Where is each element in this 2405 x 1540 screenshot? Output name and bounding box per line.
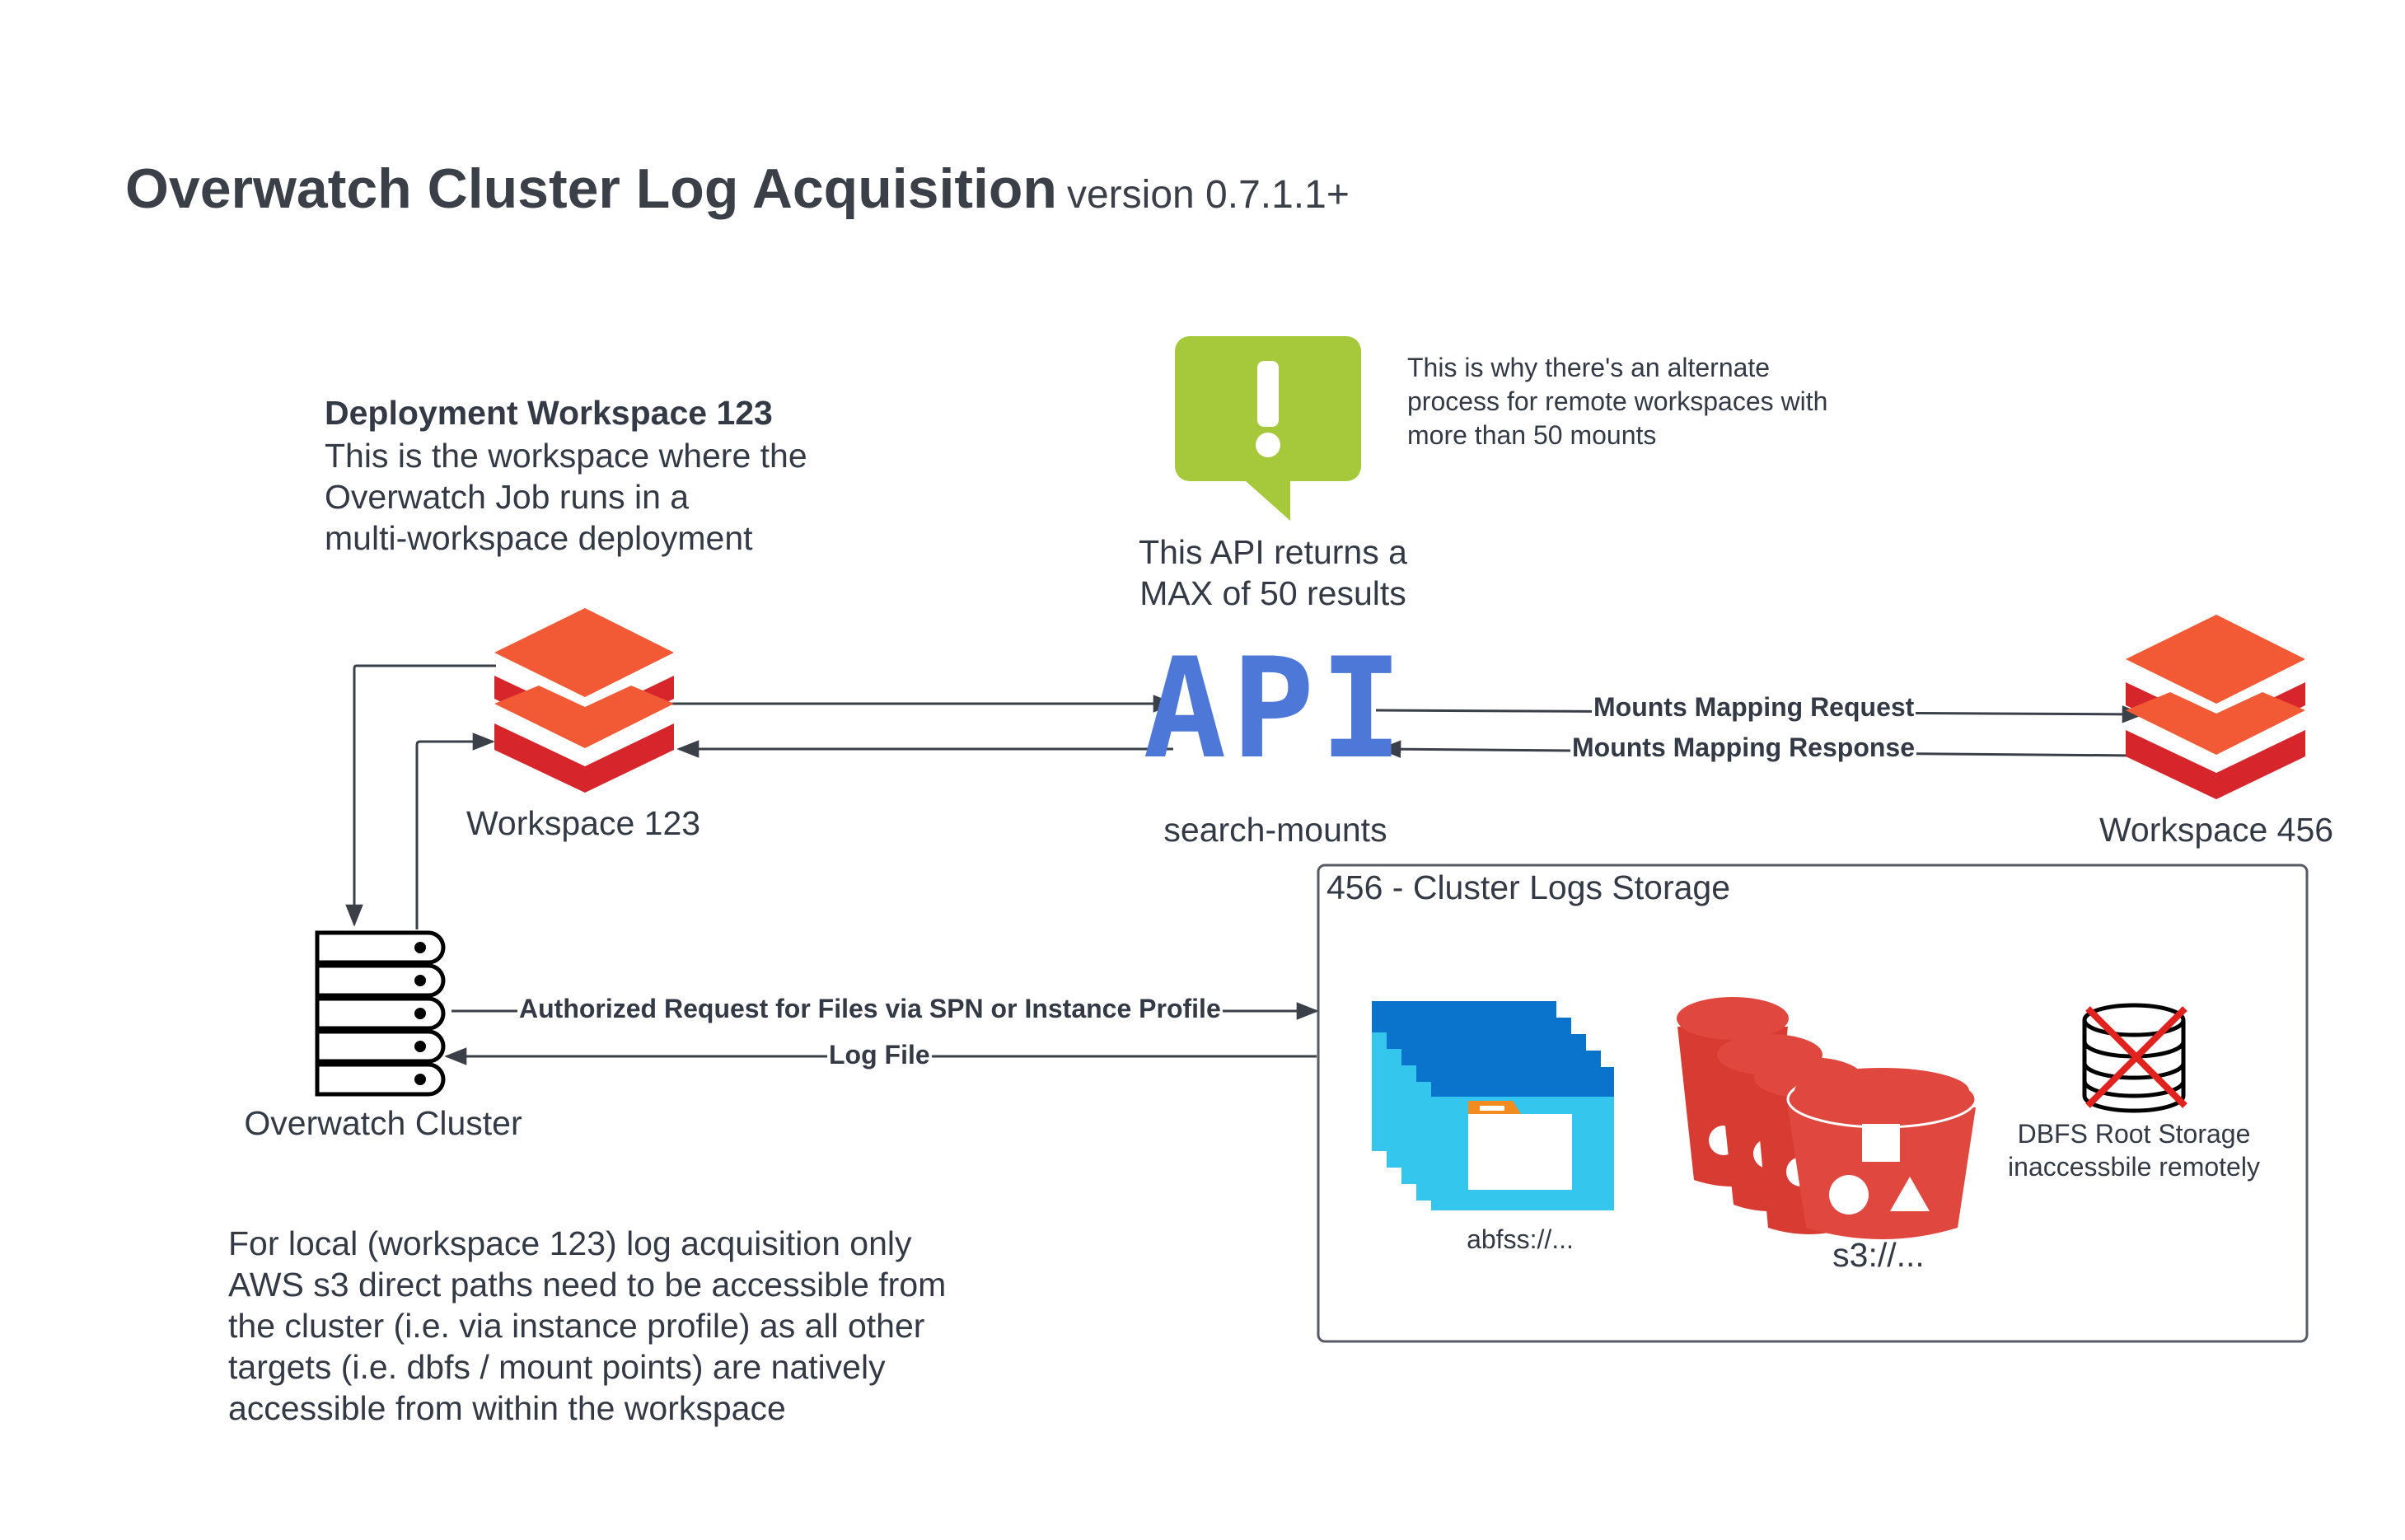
azure-folder-icon (1372, 1001, 1614, 1210)
deployment-heading: Deployment Workspace 123 (325, 394, 773, 432)
edge-cluster-to-ws123 (415, 733, 495, 929)
api-logo-icon: API (1143, 628, 1407, 789)
server-cluster-icon (315, 930, 446, 1097)
database-crossed-icon (2082, 1003, 2187, 1113)
workspace-123-label: Workspace 123 (466, 804, 701, 842)
databricks-icon-ws123 (494, 608, 674, 793)
callout-note: This is why there's an alternate process… (1407, 353, 1828, 450)
local-acquisition-note: For local (workspace 123) log acquisitio… (228, 1224, 947, 1427)
mounts-request-label: Mounts Mapping Request (1592, 692, 1916, 723)
overwatch-cluster-label: Overwatch Cluster (244, 1104, 522, 1142)
version-label: version 0.7.1.1+ (1066, 173, 1350, 217)
storage-container (1317, 864, 2309, 1343)
workspace-456-label: Workspace 456 (2099, 811, 2334, 849)
server-cluster-dots (414, 942, 426, 1085)
s3-label: s3://... (1832, 1236, 1925, 1274)
title-text: Overwatch Cluster Log Acquisition (125, 157, 1057, 220)
deployment-description: This is the workspace where the Overwatc… (325, 437, 807, 557)
edge-ws123-to-cluster (345, 664, 496, 927)
log-file-label: Log File (827, 1040, 932, 1070)
authorized-request-label: Authorized Request for Files via SPN or … (517, 994, 1223, 1024)
mounts-response-label: Mounts Mapping Response (1570, 733, 1916, 763)
search-mounts-label: search-mounts (1163, 811, 1387, 849)
alert-callout-icon (1175, 336, 1361, 521)
s3-bucket-icon (1677, 997, 1977, 1239)
abfss-label: abfss://... (1467, 1224, 1574, 1254)
databricks-icon-ws456 (2126, 615, 2305, 799)
dbfs-label: DBFS Root Storage inaccessbile remotely (2008, 1119, 2260, 1182)
storage-title: 456 - Cluster Logs Storage (1326, 868, 1730, 906)
api-note: This API returns a MAX of 50 results (1139, 533, 1407, 612)
